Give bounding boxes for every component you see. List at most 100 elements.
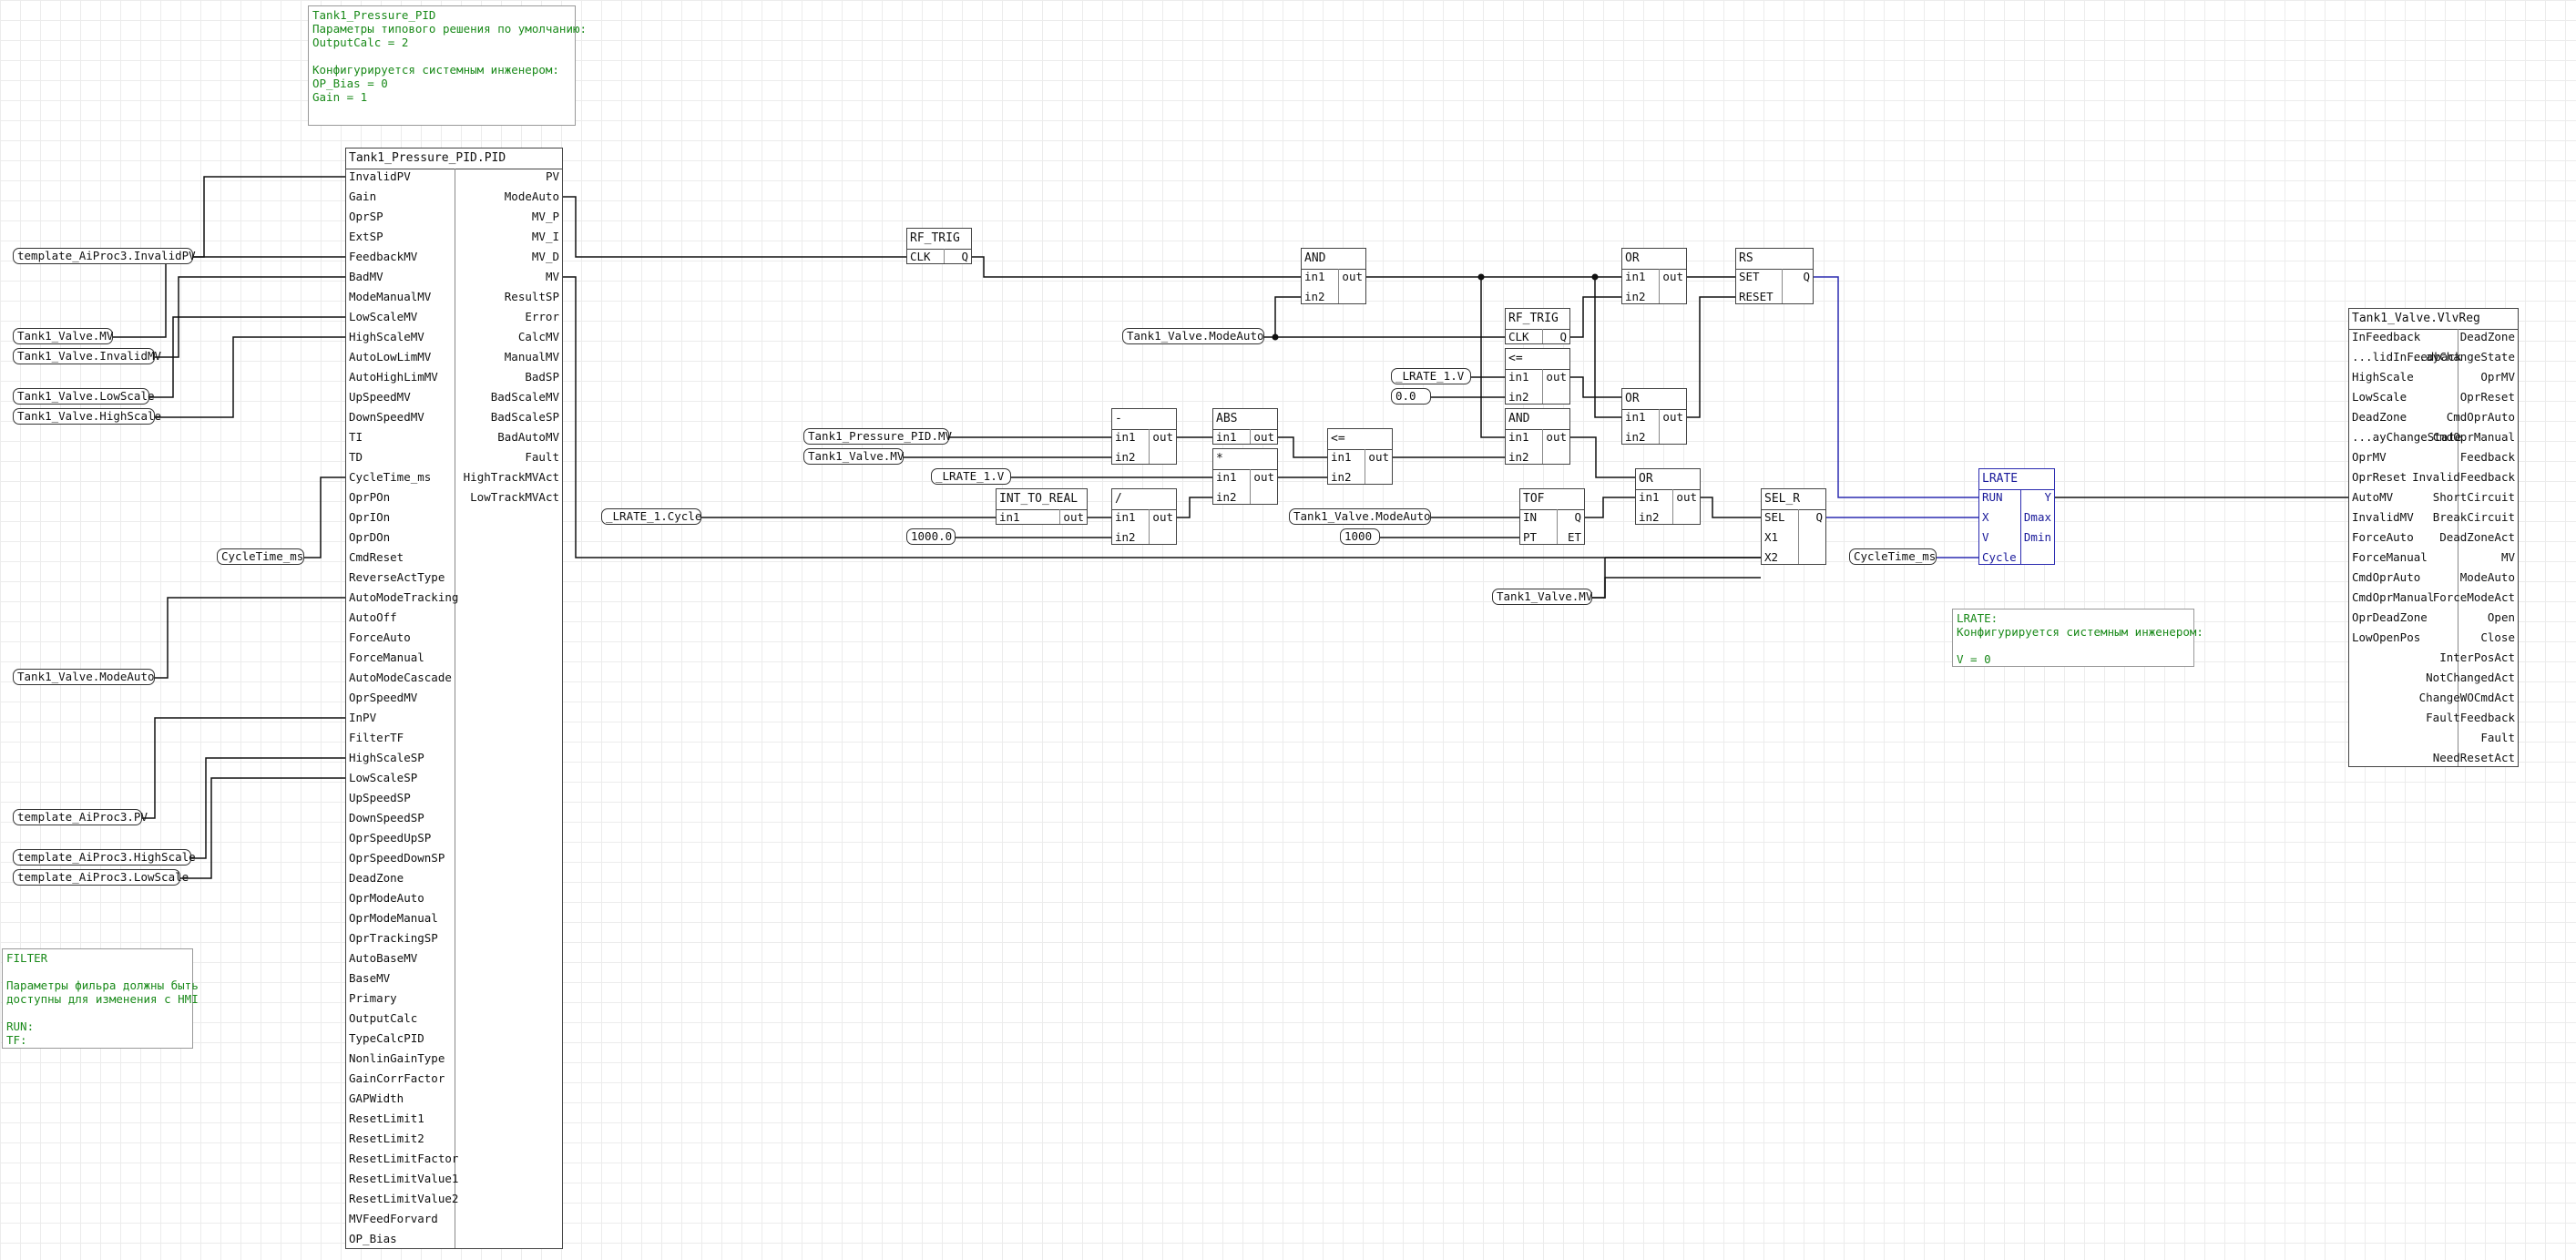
output-pin[interactable]: ForceModeAct [2432, 590, 2515, 604]
input-pin[interactable]: in2 [1115, 530, 1136, 544]
variable-v-lrate-cycle[interactable]: _LRATE_1.Cycle [601, 508, 701, 525]
input-pin[interactable]: V [1982, 530, 1989, 544]
output-pin[interactable]: MV [545, 270, 559, 283]
input-pin[interactable]: in1 [1508, 370, 1529, 384]
output-pin[interactable]: Q [961, 250, 968, 263]
input-pin[interactable]: Cycle [1982, 550, 2017, 564]
output-pin[interactable]: Error [525, 310, 559, 323]
input-pin[interactable]: in2 [1625, 430, 1646, 444]
output-pin[interactable]: OprReset [2459, 390, 2515, 404]
input-pin[interactable]: in2 [1508, 390, 1529, 404]
input-pin[interactable]: Primary [349, 991, 397, 1005]
output-pin[interactable]: CmdOprAuto [2446, 410, 2515, 424]
input-pin[interactable]: ReverseActType [349, 570, 445, 584]
variable-v-modeauto3[interactable]: Tank1_Valve.ModeAuto [1289, 508, 1431, 525]
input-pin[interactable]: LowOpenPos [2352, 630, 2421, 644]
output-pin[interactable]: out [1662, 270, 1683, 283]
output-pin[interactable]: ...ayChangeState [2405, 350, 2515, 364]
output-pin[interactable]: out [1253, 430, 1274, 444]
input-pin[interactable]: X [1982, 510, 1989, 524]
input-pin[interactable]: PT [1523, 530, 1538, 544]
output-pin[interactable]: PV [545, 169, 559, 183]
input-pin[interactable]: in1 [1216, 430, 1237, 444]
output-pin[interactable]: BadScaleMV [490, 390, 559, 404]
input-pin[interactable]: CycleTime_ms [349, 470, 432, 484]
output-pin[interactable]: BadSP [525, 370, 559, 384]
input-pin[interactable]: X2 [1764, 550, 1779, 564]
output-pin[interactable]: BadAutoMV [497, 430, 559, 444]
input-pin[interactable]: in2 [1115, 450, 1136, 464]
input-pin[interactable]: in1 [1304, 270, 1325, 283]
input-pin[interactable]: FeedbackMV [349, 250, 418, 263]
input-pin[interactable]: RUN [1982, 490, 2003, 504]
input-pin[interactable]: OprDOn [349, 530, 391, 544]
variable-v-ai-lowscale[interactable]: template_AiProc3.LowScale [13, 869, 189, 886]
input-pin[interactable]: in1 [1115, 510, 1136, 524]
output-pin[interactable]: Open [2487, 610, 2515, 624]
output-pin[interactable]: out [1546, 370, 1567, 384]
output-pin[interactable]: Dmin [2023, 530, 2051, 544]
output-pin[interactable]: out [1152, 430, 1173, 444]
input-pin[interactable]: Gain [349, 190, 377, 203]
input-pin[interactable]: SEL [1764, 510, 1785, 524]
input-pin[interactable]: LowScale [2352, 390, 2407, 404]
input-pin[interactable]: in1 [1639, 490, 1660, 504]
output-pin[interactable]: Q [1574, 510, 1581, 524]
variable-v-1000[interactable]: 1000 [1340, 528, 1380, 545]
output-pin[interactable]: Fault [2480, 731, 2515, 744]
output-pin[interactable]: Y [2044, 490, 2051, 504]
input-pin[interactable]: OprDeadZone [2352, 610, 2428, 624]
input-pin[interactable]: X1 [1764, 530, 1779, 544]
variable-v-ai-highscale[interactable]: template_AiProc3.HighScale [13, 849, 196, 866]
input-pin[interactable]: GainCorrFactor [349, 1071, 445, 1085]
variable-v-valve-highscale[interactable]: Tank1_Valve.HighScale [13, 408, 161, 425]
input-pin[interactable]: ResetLimitValue1 [349, 1172, 459, 1185]
input-pin[interactable]: OprTrackingSP [349, 931, 438, 945]
input-pin[interactable]: BaseMV [349, 971, 391, 985]
input-pin[interactable]: OprSP [349, 210, 383, 223]
input-pin[interactable]: ModeManualMV [349, 290, 432, 303]
input-pin[interactable]: in1 [1625, 410, 1646, 424]
input-pin[interactable]: in2 [1625, 290, 1646, 303]
output-pin[interactable]: InvalidFeedback [2412, 470, 2515, 484]
output-pin[interactable]: BreakCircuit [2432, 510, 2515, 524]
output-pin[interactable]: Fault [525, 450, 559, 464]
output-pin[interactable]: out [1368, 450, 1389, 464]
variable-v-lrate-v1[interactable]: _LRATE_1.V [1391, 368, 1471, 384]
output-pin[interactable]: BadScaleSP [490, 410, 559, 424]
input-pin[interactable]: OprModeManual [349, 911, 438, 925]
input-pin[interactable]: ResetLimit2 [349, 1132, 424, 1145]
input-pin[interactable]: CmdOprManual [2352, 590, 2435, 604]
output-pin[interactable]: out [1152, 510, 1173, 524]
output-pin[interactable]: ModeAuto [2459, 570, 2515, 584]
input-pin[interactable]: in1 [1508, 430, 1529, 444]
input-pin[interactable]: LowScaleMV [349, 310, 418, 323]
input-pin[interactable]: ExtSP [349, 230, 383, 243]
input-pin[interactable]: GAPWidth [349, 1091, 404, 1105]
variable-v-valve-modeauto[interactable]: Tank1_Valve.ModeAuto [13, 669, 155, 685]
output-pin[interactable]: ChangeWOCmdAct [2418, 691, 2515, 704]
input-pin[interactable]: HighScaleSP [349, 751, 424, 764]
input-pin[interactable]: SET [1739, 270, 1760, 283]
input-pin[interactable]: AutoMV [2352, 490, 2394, 504]
output-pin[interactable]: MV_D [531, 250, 559, 263]
variable-v-zero[interactable]: 0.0 [1391, 388, 1431, 405]
output-pin[interactable]: DeadZoneAct [2439, 530, 2515, 544]
output-pin[interactable]: out [1063, 510, 1084, 524]
comment-lrate[interactable]: LRATE:Конфигурируется системным инженеро… [1952, 609, 2203, 667]
output-pin[interactable]: FaultFeedback [2426, 711, 2515, 724]
input-pin[interactable]: InvalidPV [349, 169, 411, 183]
input-pin[interactable]: BadMV [349, 270, 383, 283]
input-pin[interactable]: OprSpeedMV [349, 691, 418, 704]
input-pin[interactable]: in1 [1216, 470, 1237, 484]
input-pin[interactable]: AutoModeCascade [349, 671, 452, 684]
